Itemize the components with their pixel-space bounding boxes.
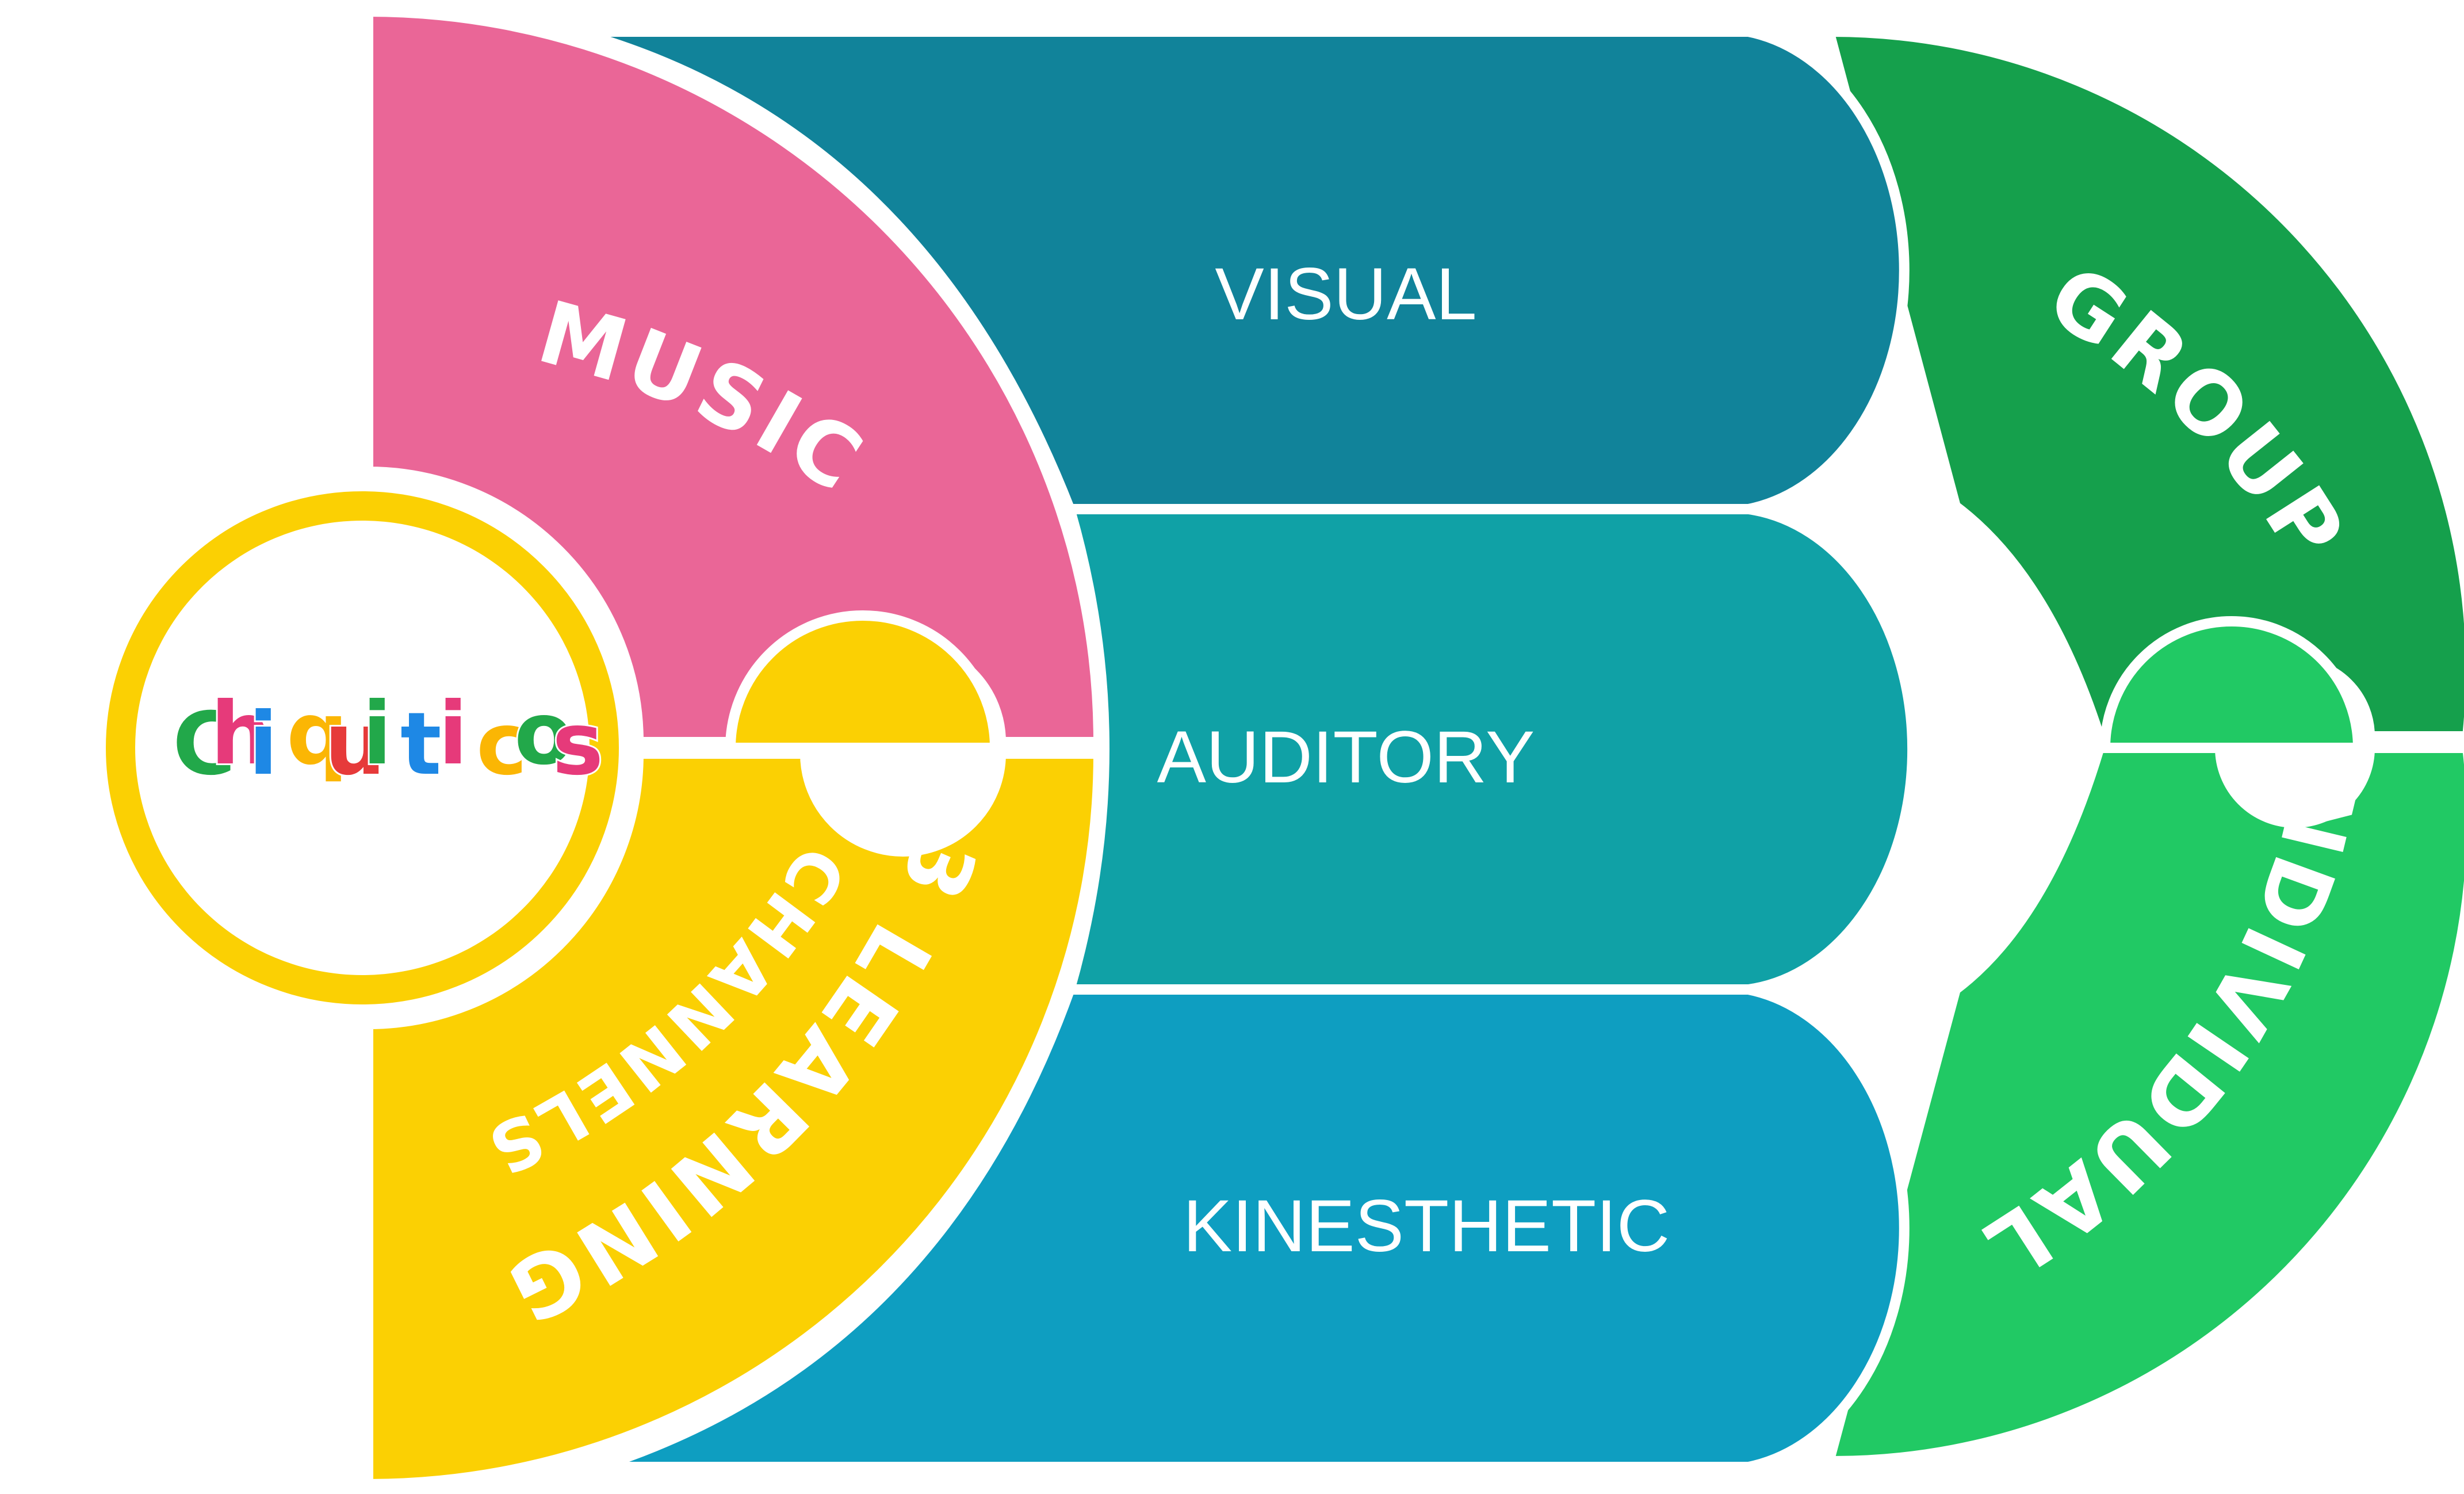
logo-letter: o	[514, 684, 573, 784]
logo-letter: h	[211, 684, 272, 784]
band-visual	[573, 26, 1910, 514]
logo-letter: C	[173, 694, 236, 794]
logo-letter: i	[248, 694, 278, 794]
puzzle-knob	[725, 610, 1001, 753]
band-auditory	[1063, 504, 1918, 995]
puzzle-knob	[2099, 616, 2364, 753]
logo-letter: u	[324, 694, 386, 794]
band-kinesthetic	[596, 984, 1910, 1472]
learning-channels-arc-segment	[363, 748, 1104, 1490]
logo-letter: c	[476, 694, 527, 794]
visual-label: VISUAL	[1215, 253, 1476, 335]
logo-letter: t	[400, 694, 442, 794]
kinesthetic-label: KINESTHETIC	[1183, 1185, 1670, 1267]
logo-letter: q	[286, 684, 348, 784]
group-arc-segment	[1822, 26, 2464, 742]
logo-letter: i	[362, 684, 392, 784]
logo-letter: i	[438, 684, 468, 784]
auditory-label: AUDITORY	[1157, 716, 1535, 798]
logo-disc	[135, 521, 590, 975]
individual-arc-segment	[1822, 743, 2464, 1467]
logo-letter: s	[552, 694, 603, 794]
